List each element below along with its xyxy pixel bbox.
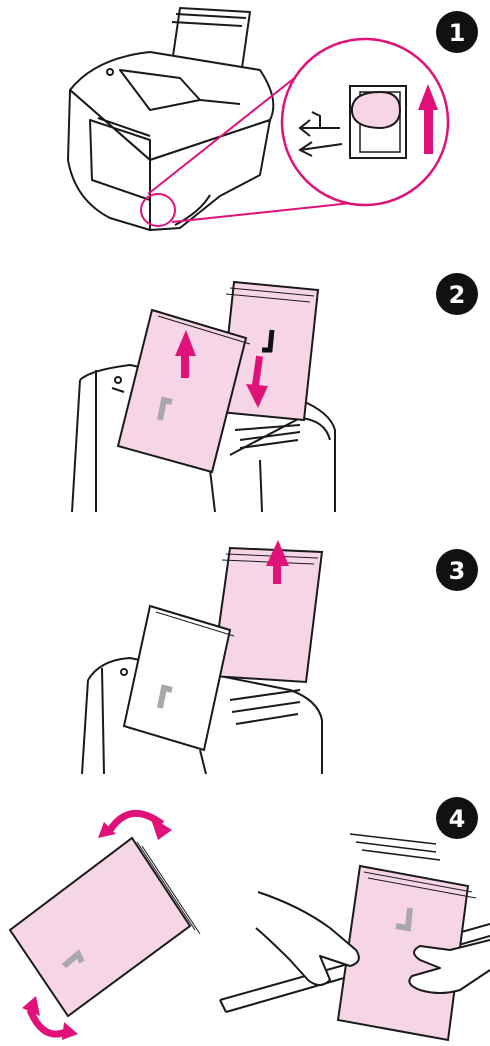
up-arrow-icon bbox=[266, 540, 289, 584]
step-1-panel: 1 bbox=[67, 7, 478, 231]
up-arrow-icon bbox=[175, 330, 196, 378]
hand-icon bbox=[255, 891, 490, 994]
step-3-badge: 3 bbox=[436, 549, 478, 591]
paper-stack-icon bbox=[210, 540, 324, 684]
step-2-panel: 2 bbox=[71, 273, 478, 513]
step-3-panel: 3 bbox=[81, 540, 478, 775]
step-2-badge: 2 bbox=[436, 273, 478, 315]
step-4-panel: 4 bbox=[8, 797, 490, 1042]
lever-detail-callout bbox=[280, 37, 450, 207]
left-arrow-icon bbox=[298, 111, 343, 157]
rotate-arrow-icon bbox=[22, 996, 78, 1040]
paper-stack-icon bbox=[116, 308, 251, 474]
paper-stack-icon bbox=[336, 864, 477, 1042]
step-3-number: 3 bbox=[449, 557, 466, 585]
step-1-badge: 1 bbox=[436, 11, 478, 53]
step-4-badge: 4 bbox=[436, 797, 478, 839]
paper-stack-icon bbox=[218, 280, 320, 422]
up-arrow-icon bbox=[418, 84, 438, 154]
motion-lines bbox=[349, 833, 441, 861]
paper-stack-icon bbox=[122, 604, 235, 752]
step-4-number: 4 bbox=[449, 805, 466, 833]
down-arrow-icon bbox=[246, 355, 268, 408]
step-1-number: 1 bbox=[449, 19, 466, 47]
paper-stack-icon bbox=[8, 836, 201, 1018]
rotate-arrow-icon bbox=[98, 809, 172, 840]
printer-icon bbox=[67, 7, 275, 231]
step-2-number: 2 bbox=[449, 281, 466, 309]
